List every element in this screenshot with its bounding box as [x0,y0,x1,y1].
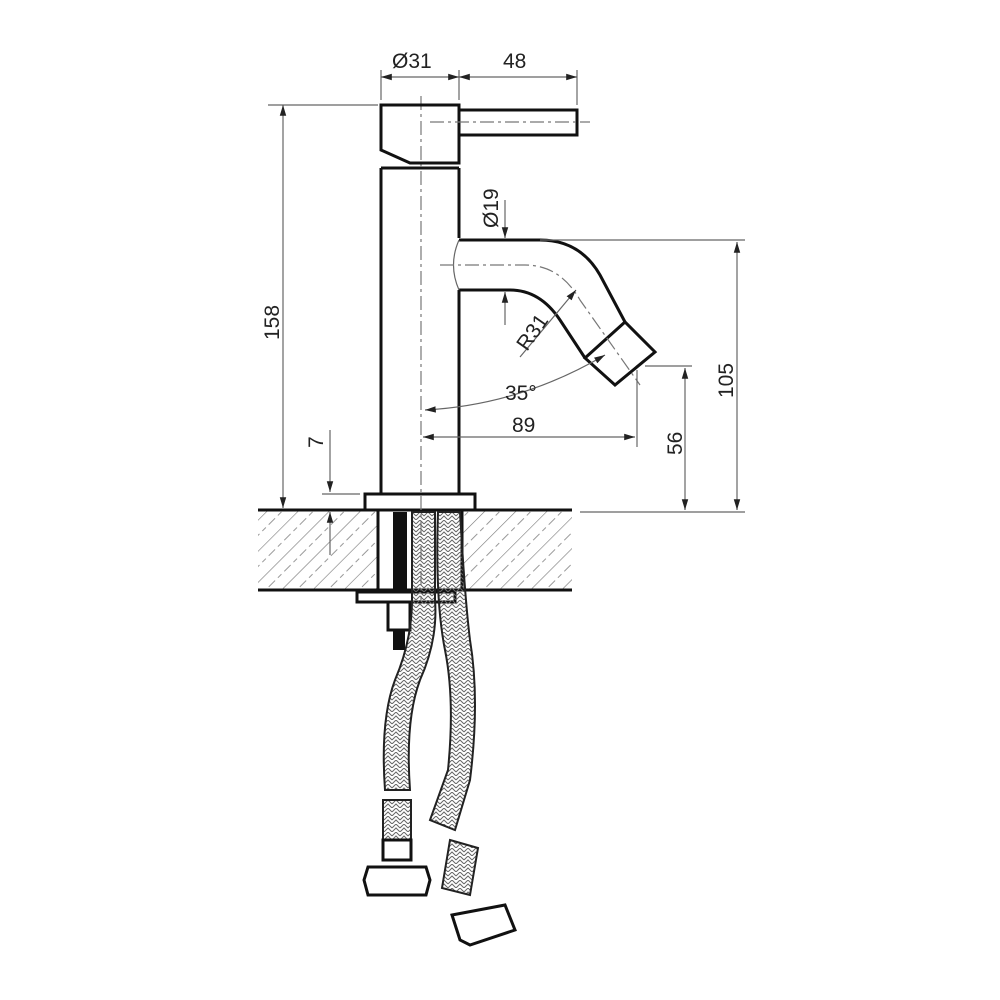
dim-outlet-height: 56 [664,432,687,455]
dim-total-height: 158 [261,305,284,340]
spout [440,238,658,387]
dim-spout-reach: 89 [512,414,535,437]
dim-base-height: 7 [305,436,328,448]
dim-spout-top-height: 105 [715,363,738,398]
dim-spout-angle: 35° [505,382,537,405]
mounting-stud [355,512,457,650]
hose-left [362,511,437,897]
dim-body-diameter: Ø31 [392,50,432,73]
dim-spout-diameter: Ø19 [480,188,503,228]
countertop [258,508,572,592]
hex-nut-left [362,865,432,897]
dimension-lines [268,70,745,555]
hex-nut-right [450,903,517,947]
lever-handle [379,103,590,165]
hose-right [428,511,517,947]
base-flange [363,492,477,512]
dim-lever-length: 48 [503,50,526,73]
dim-spout-radius: R31 [512,310,553,355]
